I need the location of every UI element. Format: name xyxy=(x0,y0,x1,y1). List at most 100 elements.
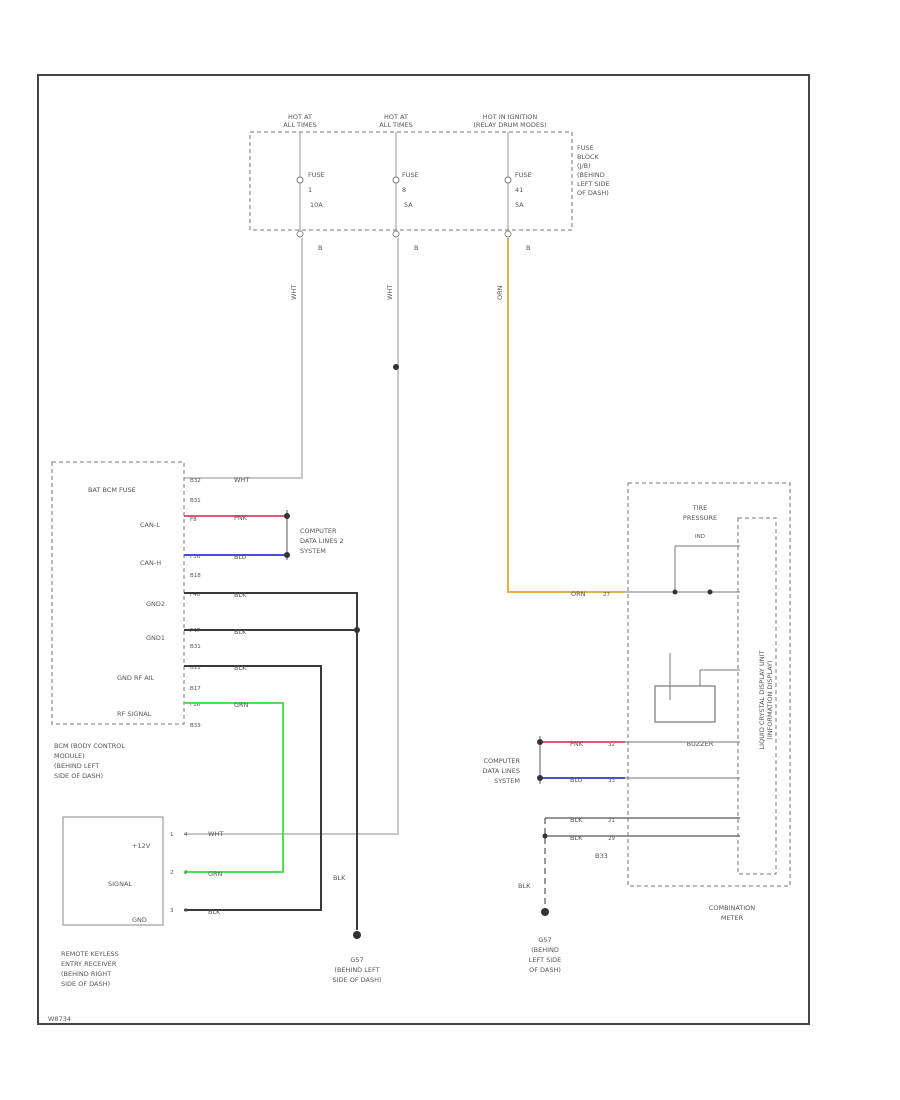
ground-1-loc-1: (BEHIND LEFT xyxy=(334,966,379,974)
receiver-pin-12v: +12V xyxy=(132,842,151,850)
meter-connector: B33 xyxy=(595,852,608,860)
fuse-pin-2: B xyxy=(414,244,418,252)
bcm-conn-3: F8 xyxy=(190,517,197,523)
buzzer-label: BUZZER xyxy=(687,740,714,748)
wire-orn-meter-ign xyxy=(507,238,625,593)
bcm-conn-2: B31 xyxy=(190,498,201,504)
bcm-conn-9: B11 xyxy=(190,665,201,671)
bcm-conn-5: F36 xyxy=(190,554,201,560)
bcm-name-4: SIDE OF DASH) xyxy=(54,772,103,780)
receiver-outline xyxy=(62,816,164,926)
receiver-pin-num-3: 3 xyxy=(170,908,174,914)
fuse-block-name-4: (BEHIND xyxy=(577,171,605,179)
meter-can-pin-2: 33 xyxy=(608,778,615,784)
wire-wht-receiver-power xyxy=(184,238,399,835)
fuse-2-label: FUSE xyxy=(402,171,419,179)
data-lines-2-c: SYSTEM xyxy=(494,777,520,785)
bcm-module: BAT BCM FUSE CAN-L CAN-H GND2 GND1 GND R… xyxy=(51,461,201,780)
ground-1-icon xyxy=(353,931,361,939)
hot-label-1b: ALL TIMES xyxy=(283,121,316,129)
receiver-pin-gnd: GND xyxy=(132,916,147,924)
fuse-block-name-2: BLOCK xyxy=(577,153,600,161)
hot-label-2b: ALL TIMES xyxy=(379,121,412,129)
fuse-1-number: 1 xyxy=(308,186,312,194)
meter-gnd-pin-2: 29 xyxy=(608,836,615,842)
fuse-pin-1: B xyxy=(318,244,322,252)
tire-pressure-label-2: PRESSURE xyxy=(683,514,717,522)
fuse-3-label: FUSE xyxy=(515,171,532,179)
fuse-block: HOT AT ALL TIMES HOT AT ALL TIMES HOT IN… xyxy=(249,113,610,252)
ground-1-loc-2: SIDE OF DASH) xyxy=(332,976,381,984)
meter-lcd-outline xyxy=(737,517,777,875)
tire-pressure-label-1: TIRE xyxy=(692,504,708,512)
bcm-name-1: BCM (BODY CONTROL xyxy=(54,742,125,750)
fuse-pin-3: B xyxy=(526,244,530,252)
meter-can-pin-1: 32 xyxy=(608,742,615,748)
wire-blk-gnd-rf xyxy=(184,665,322,911)
fuse-3-number: 41 xyxy=(515,186,523,194)
wire-label-wht-1: WHT xyxy=(290,285,298,300)
receiver-wire-wht: WHT xyxy=(208,830,223,838)
ground-2-icon xyxy=(541,908,549,916)
bcm-conn-1: B32 xyxy=(190,478,201,484)
receiver-wire-grn: GRN xyxy=(208,870,223,878)
bcm-outline xyxy=(51,461,185,725)
fuse-1-label: FUSE xyxy=(308,171,325,179)
hot-label-2a: HOT AT xyxy=(384,113,408,121)
bcm-pin-gnd-rf: GND RF AIL xyxy=(117,674,155,682)
receiver-pin-num-2: 2 xyxy=(170,870,174,876)
receiver-name-3: (BEHIND RIGHT xyxy=(61,970,111,978)
meter-side-label-2: (INFORMATION DISPLAY) xyxy=(766,660,774,739)
bcm-name-3: (BEHIND LEFT xyxy=(54,762,99,770)
wire-grn-rf-signal xyxy=(184,702,284,873)
meter-outline xyxy=(627,482,791,887)
splice-dot xyxy=(393,364,399,370)
fuse-2-icon xyxy=(392,176,400,184)
bcm-pin-gnd2: GND2 xyxy=(146,600,165,608)
bcm-pin-gnd1: GND1 xyxy=(146,634,165,642)
fuse-3-icon xyxy=(504,176,512,184)
bcm-conn-10: B17 xyxy=(190,686,201,692)
wire-label-grn: GRN xyxy=(234,701,249,709)
receiver-name-1: REMOTE KEYLESS xyxy=(61,950,119,958)
receiver-name-2: ENTRY RECEIVER xyxy=(61,960,117,968)
buzzer-icon xyxy=(654,685,716,723)
wire-label-blk-gnd-rf: BLK xyxy=(234,664,247,672)
wire-blk-gnd2 xyxy=(184,592,358,930)
receiver-term-2: 2 xyxy=(184,870,188,876)
hot-label-3b: (RELAY DRUM MODES) xyxy=(473,121,546,129)
meter-gnd-pin-1: 21 xyxy=(608,818,615,824)
ground-2-name: G57 xyxy=(538,936,551,944)
diagram-frame xyxy=(37,74,810,1025)
meter-ign-wire-label: ORN xyxy=(571,590,586,598)
fuse-2-number: 8 xyxy=(402,186,406,194)
tire-indicator-icon xyxy=(672,589,678,595)
hot-label-3a: HOT IN IGNITION xyxy=(483,113,538,121)
wire-label-pnk-meter: PNK xyxy=(570,740,584,748)
bcm-conn-8: B31 xyxy=(190,644,201,650)
ground-2-loc-3: OF DASH) xyxy=(529,966,561,974)
bcm-pin-canh: CAN-H xyxy=(140,559,161,567)
footer-code: W8734 xyxy=(48,1015,71,1023)
receiver-term-1: 4 xyxy=(184,832,188,838)
receiver-wire-blk: BLK xyxy=(208,908,221,916)
fuse-block-name-1: FUSE xyxy=(577,144,594,152)
ground-1-name: G57 xyxy=(350,956,363,964)
data-lines-2-b: DATA LINES xyxy=(483,767,520,775)
combination-meter: LIQUID CRYSTAL DISPLAY UNIT (INFORMATION… xyxy=(540,482,791,922)
bcm-conn-6: F46 xyxy=(190,592,201,598)
data-lines-1-b: DATA LINES 2 xyxy=(300,537,344,545)
ground-2-loc-2: LEFT SIDE xyxy=(529,956,562,964)
receiver-pin-num-1: 1 xyxy=(170,832,174,838)
ground-2-loc-1: (BEHIND xyxy=(531,946,559,954)
meter-name-1: COMBINATION xyxy=(709,904,755,912)
bcm-name-2: MODULE) xyxy=(54,752,85,760)
wire-label-pnk-bcm: PNK xyxy=(234,514,248,522)
wire-label-wht-bcm: WHT xyxy=(234,476,249,484)
meter-gnd-wire-2: BLK xyxy=(570,834,583,842)
receiver-name-4: SIDE OF DASH) xyxy=(61,980,110,988)
fuse-1-rating: 10A xyxy=(310,201,323,209)
ground-wire-label-2: BLK xyxy=(518,882,531,890)
data-lines-1-c: SYSTEM xyxy=(300,547,326,555)
